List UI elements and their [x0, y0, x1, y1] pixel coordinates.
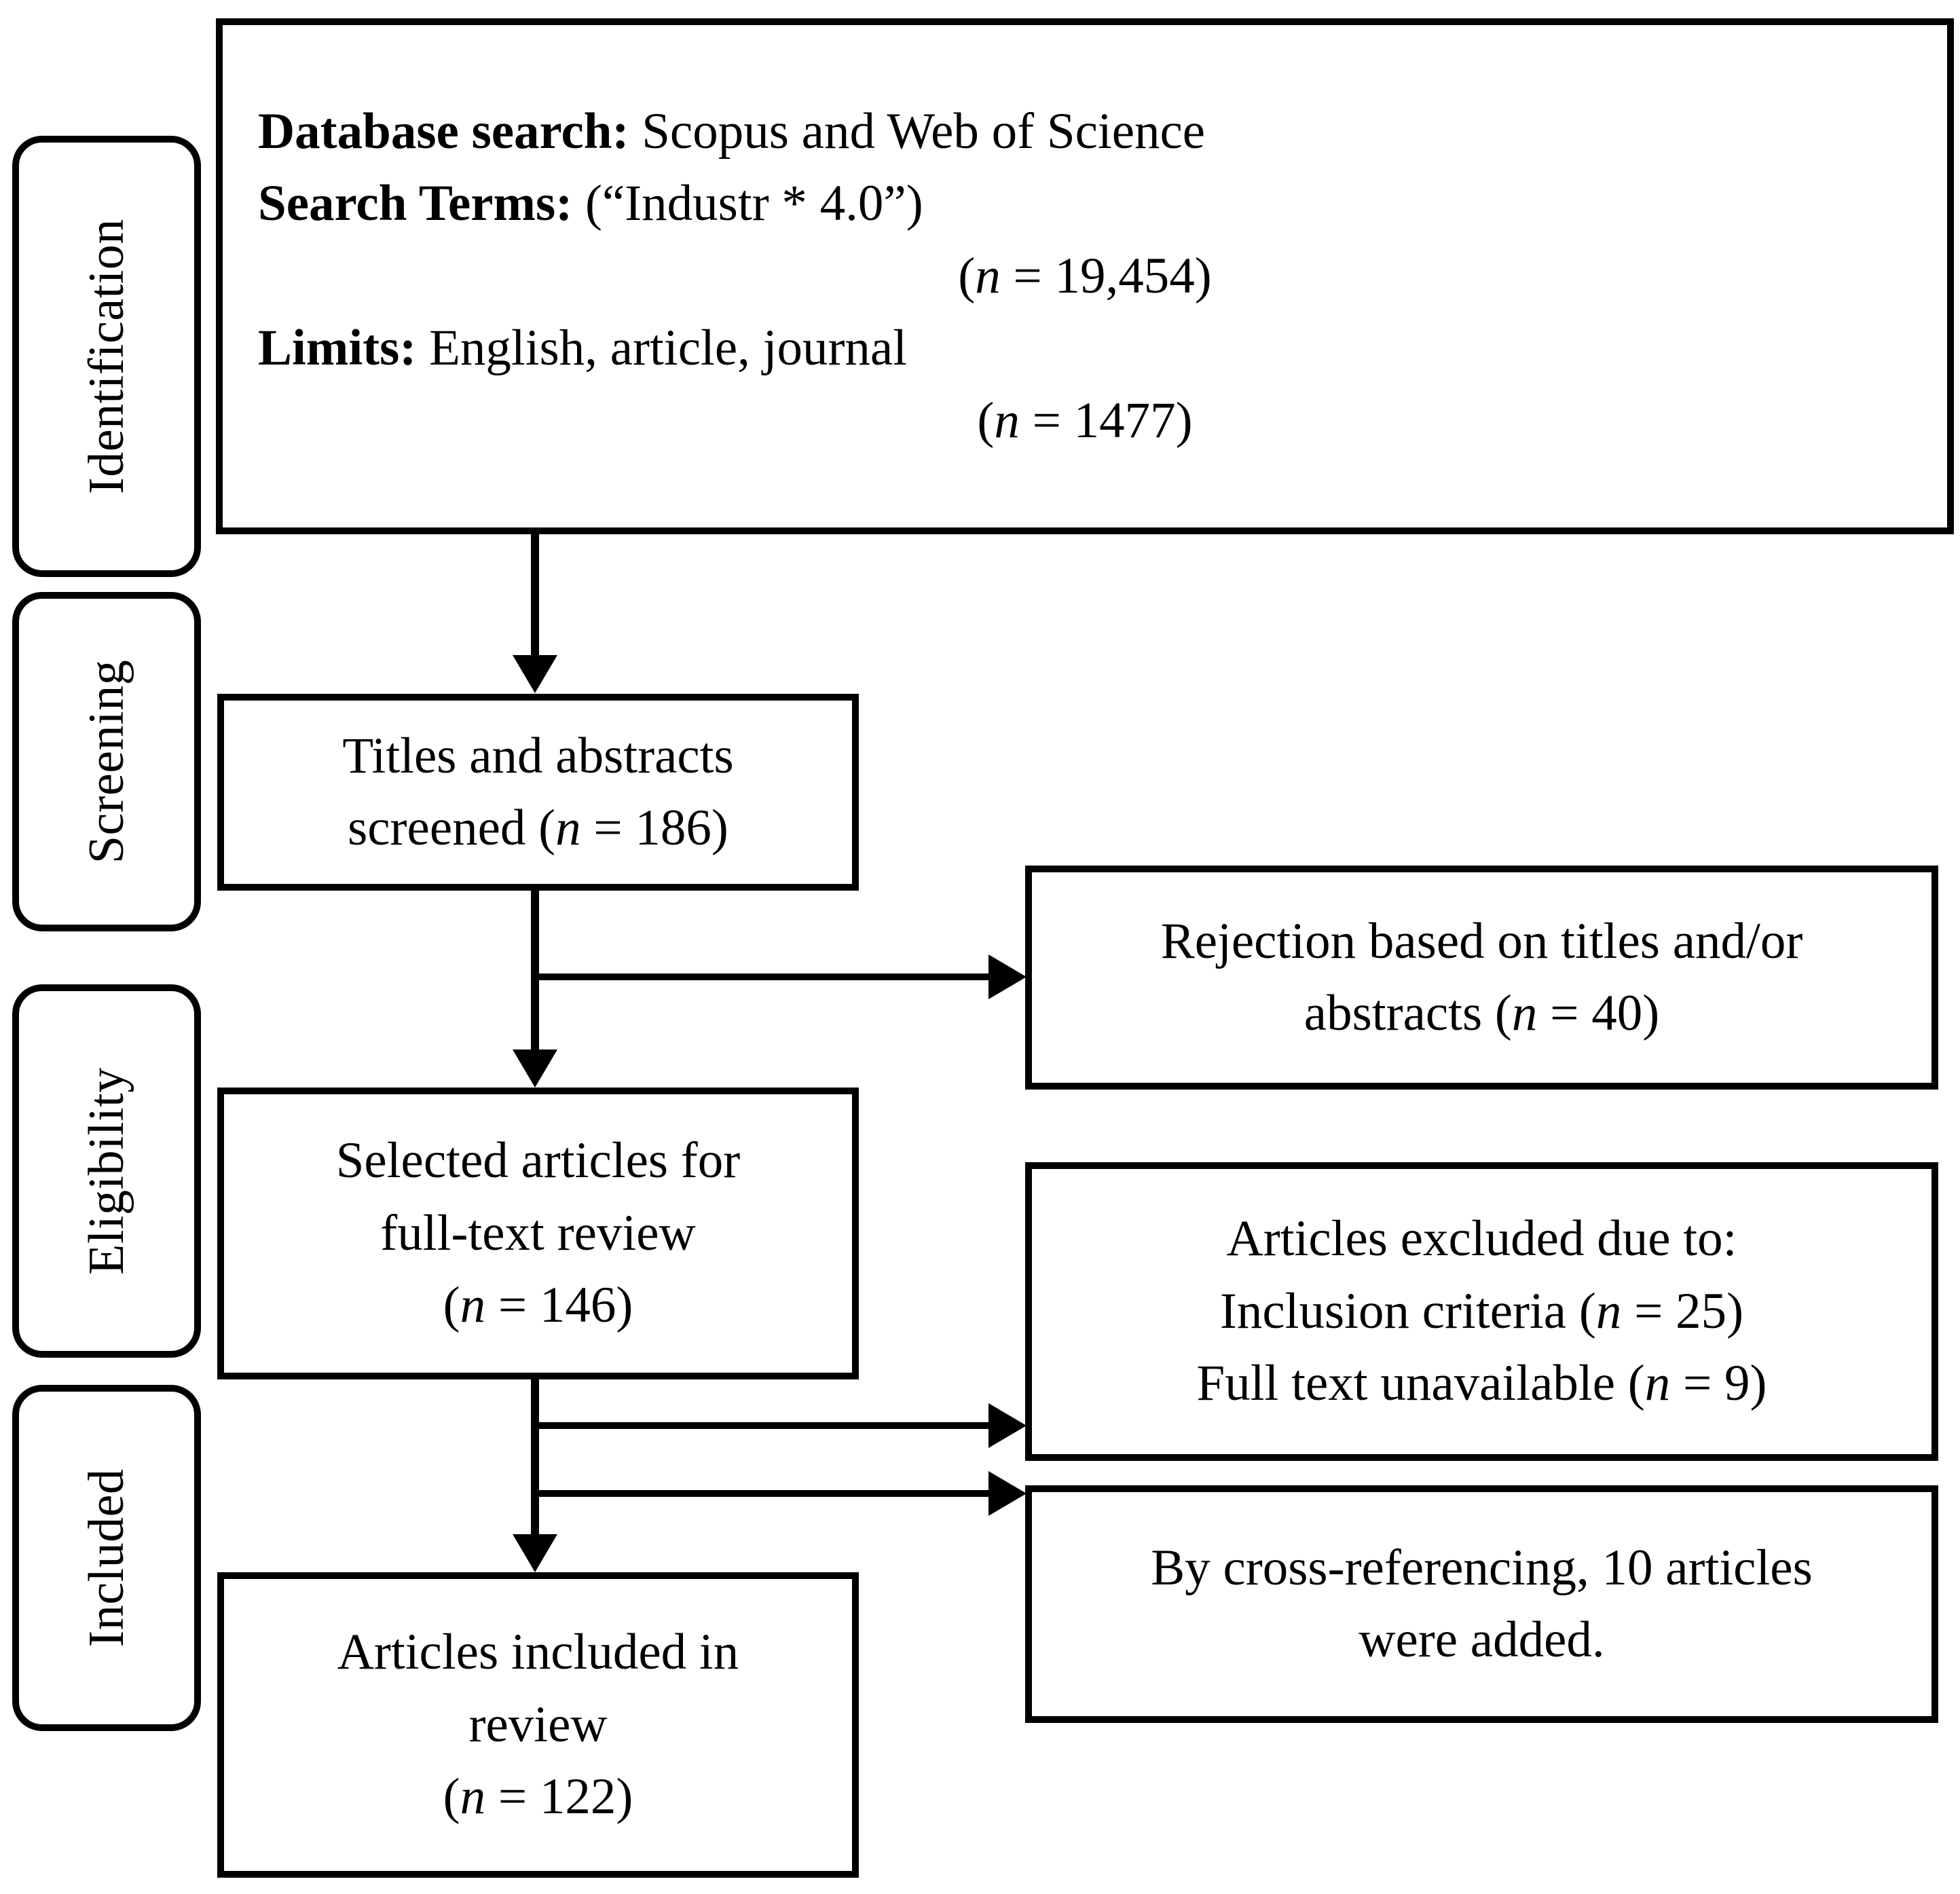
arrowhead-selected-to-crossref — [988, 1471, 1027, 1516]
arrowhead-screened-to-rejected — [988, 954, 1027, 999]
selected-line-2: full-text review — [380, 1204, 696, 1261]
stage-label-included: Included — [79, 1468, 134, 1648]
stage-label-identification: Identification — [79, 219, 134, 494]
arrowhead-screened-to-selected — [513, 1050, 557, 1088]
included-line-3: (n = 122) — [443, 1768, 633, 1825]
identification-line-records-count: (n = 19,454) — [958, 247, 1212, 304]
connector-identification-to-screened — [531, 534, 539, 667]
arrowhead-selected-to-excluded — [988, 1403, 1027, 1448]
connector-screened-to-rejected — [531, 973, 993, 980]
crossref-line-2: were added. — [1358, 1612, 1605, 1668]
connector-selected-to-excluded — [531, 1422, 993, 1429]
stage-box-included: Included — [12, 1385, 201, 1731]
excluded-line-1: Articles excluded due to: — [1226, 1210, 1737, 1267]
identification-line-limits-count: (n = 1477) — [977, 392, 1193, 449]
screened-line-2: screened (n = 186) — [348, 800, 728, 856]
identification-line-database-search: Database search: Scopus and Web of Scien… — [258, 103, 1206, 160]
selected-line-1: Selected articles for — [335, 1132, 741, 1189]
cross-referencing-box: By cross-referencing, 10 articles were a… — [1025, 1485, 1938, 1723]
rejection-line-2: abstracts (n = 40) — [1303, 985, 1660, 1041]
stage-box-eligibility: Eligibility — [12, 984, 201, 1358]
stage-box-identification: Identification — [12, 136, 201, 577]
included-line-2: review — [468, 1696, 608, 1753]
selected-articles-box: Selected articles for full-text review (… — [217, 1088, 859, 1379]
stage-box-screening: Screening — [12, 592, 201, 931]
crossref-line-1: By cross-referencing, 10 articles — [1151, 1539, 1813, 1596]
titles-abstracts-screened-box: Titles and abstracts screened (n = 186) — [217, 694, 859, 891]
excluded-line-2: Inclusion criteria (n = 25) — [1219, 1282, 1744, 1339]
arrowhead-identification-to-screened — [513, 655, 557, 693]
rejection-box: Rejection based on titles and/or abstrac… — [1025, 866, 1938, 1090]
articles-excluded-box: Articles excluded due to: Inclusion crit… — [1025, 1162, 1938, 1461]
selected-line-3: (n = 146) — [443, 1277, 633, 1334]
arrowhead-selected-to-included — [513, 1534, 557, 1572]
rejection-line-1: Rejection based on titles and/or — [1160, 912, 1803, 969]
identification-line-limits: Limits: English, article, journal — [258, 320, 908, 377]
stage-label-screening: Screening — [79, 659, 134, 864]
screened-line-1: Titles and abstracts — [342, 727, 734, 784]
connector-selected-trunk — [531, 1379, 539, 1553]
identification-line-search-terms: Search Terms: (“Industr * 4.0”) — [258, 175, 923, 232]
included-line-1: Articles included in — [337, 1624, 739, 1681]
identification-content-box: Database search: Scopus and Web of Scien… — [216, 18, 1954, 534]
stage-label-eligibility: Eligibility — [79, 1067, 134, 1275]
articles-included-box: Articles included in review (n = 122) — [217, 1572, 859, 1878]
connector-selected-to-crossref — [531, 1490, 993, 1497]
excluded-line-3: Full text unavailable (n = 9) — [1196, 1355, 1767, 1412]
